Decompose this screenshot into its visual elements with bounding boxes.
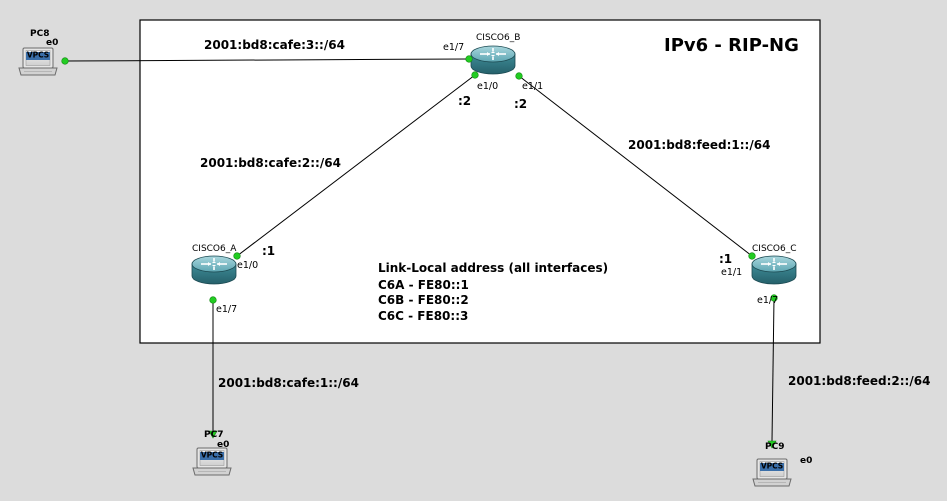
router-c[interactable] bbox=[751, 255, 797, 285]
net-b-c: 2001:bd8:feed:1::/64 bbox=[628, 138, 770, 152]
port-dot-a-e17 bbox=[209, 296, 217, 304]
pc7-name: PC7 bbox=[204, 430, 223, 440]
pc7-iface: e0 bbox=[217, 440, 229, 450]
pc8-host[interactable]: VPCS bbox=[18, 47, 58, 76]
port-dot-c-e17 bbox=[770, 294, 778, 302]
port-dot-b-e11 bbox=[515, 72, 523, 80]
hostid-a: :1 bbox=[262, 244, 275, 258]
pc8-badge: VPCS bbox=[27, 51, 49, 60]
link-local-line: C6B - FE80::2 bbox=[378, 293, 469, 307]
link-a-b[interactable] bbox=[236, 74, 476, 257]
port-dots bbox=[61, 55, 778, 449]
port-dot-b-e17 bbox=[465, 55, 473, 63]
router-c-name: CISCO6_C bbox=[752, 244, 797, 254]
link-local-heading: Link-Local address (all interfaces) bbox=[378, 261, 608, 275]
link-c-pc9[interactable] bbox=[771, 297, 775, 442]
net-c-pc9: 2001:bd8:feed:2::/64 bbox=[788, 374, 930, 388]
lab-frame bbox=[139, 19, 821, 344]
iface-c-e11: e1/1 bbox=[721, 267, 742, 278]
hostid-b-left: :2 bbox=[458, 94, 471, 108]
iface-b-e17: e1/7 bbox=[443, 42, 464, 53]
router-b[interactable] bbox=[470, 45, 516, 75]
pc9-iface: e0 bbox=[800, 456, 812, 466]
router-a-name: CISCO6_A bbox=[192, 244, 237, 254]
port-dot-b-e10 bbox=[471, 71, 479, 79]
router-a[interactable] bbox=[191, 255, 237, 285]
links bbox=[64, 58, 775, 442]
port-dot-c-e11 bbox=[748, 252, 756, 260]
port-dot-a-e10 bbox=[233, 252, 241, 260]
pc8-iface: e0 bbox=[46, 38, 58, 48]
iface-b-e11: e1/1 bbox=[522, 81, 543, 92]
pc9-host[interactable]: VPCS bbox=[752, 458, 792, 487]
link-local-line: C6C - FE80::3 bbox=[378, 309, 468, 323]
link-local-line: C6A - FE80::1 bbox=[378, 278, 469, 292]
iface-b-e10: e1/0 bbox=[477, 81, 498, 92]
net-a-pc7: 2001:bd8:cafe:1::/64 bbox=[218, 376, 359, 390]
iface-a-e17: e1/7 bbox=[216, 304, 237, 315]
pc9-name: PC9 bbox=[765, 442, 784, 452]
pc9-badge: VPCS bbox=[761, 462, 783, 471]
port-arrow-pc9-e0 bbox=[767, 440, 777, 449]
port-dot-pc8-e0 bbox=[61, 57, 69, 65]
pc7-host[interactable]: VPCS bbox=[192, 447, 232, 476]
diagram-title: IPv6 - RIP-NG bbox=[664, 35, 799, 56]
pc7-badge: VPCS bbox=[201, 451, 223, 460]
pc8-name: PC8 bbox=[30, 29, 49, 39]
iface-c-e17: e1/7 bbox=[757, 295, 778, 306]
link-b-c[interactable] bbox=[518, 75, 753, 257]
link-pc8-b[interactable] bbox=[64, 58, 470, 62]
hostid-b-right: :2 bbox=[514, 97, 527, 111]
hostid-c: :1 bbox=[719, 252, 732, 266]
net-pc8-b: 2001:bd8:cafe:3::/64 bbox=[204, 38, 345, 52]
link-local-note: Link-Local address (all interfaces) C6A … bbox=[378, 261, 608, 323]
router-b-name: CISCO6_B bbox=[476, 33, 520, 43]
port-arrow-pc7-e0 bbox=[208, 430, 218, 439]
iface-a-e10: e1/0 bbox=[237, 260, 258, 271]
net-a-b: 2001:bd8:cafe:2::/64 bbox=[200, 156, 341, 170]
